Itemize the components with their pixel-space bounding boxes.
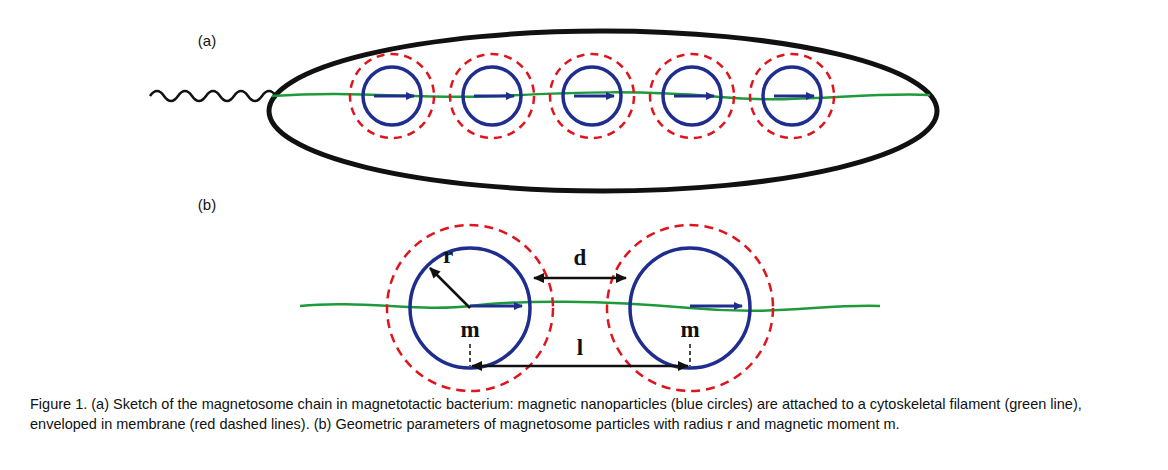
moment-arrow — [674, 95, 714, 98]
magnetic-particle — [763, 67, 821, 125]
moment-arrow — [470, 305, 522, 308]
moment-arrow — [690, 305, 742, 308]
leader-line — [689, 344, 691, 366]
gap-symbol: d — [574, 246, 587, 269]
figure-caption: Figure 1. (a) Sketch of the magnetosome … — [30, 394, 1138, 435]
magnetic-particle — [563, 67, 621, 125]
magnetosome-chain — [350, 54, 834, 138]
leader-line — [469, 344, 471, 366]
membrane — [550, 54, 634, 138]
magnetic-particle — [410, 248, 530, 368]
magnetic-particle — [363, 67, 421, 125]
bacterium-cell — [269, 31, 937, 191]
panel-label: (a) — [198, 32, 216, 49]
moment-arrow — [574, 95, 614, 98]
distance-arrow — [472, 365, 688, 368]
magnetic-particle — [463, 67, 521, 125]
moment-arrow — [774, 95, 814, 98]
moment-symbol: m — [460, 318, 479, 341]
moment-symbol: m — [680, 318, 699, 341]
distance-symbol: l — [577, 336, 583, 359]
membrane — [750, 54, 834, 138]
magnetic-particle — [630, 248, 750, 368]
magnetic-particle — [663, 67, 721, 125]
membrane — [650, 54, 734, 138]
radius-arrow — [430, 268, 470, 308]
flagellum — [150, 91, 276, 101]
membrane — [350, 54, 434, 138]
membrane — [450, 54, 534, 138]
moment-arrow — [374, 95, 414, 98]
cytoskeletal-filament — [272, 92, 930, 99]
panel-label: (b) — [198, 196, 216, 213]
moment-arrow — [474, 95, 514, 98]
gap-arrow — [534, 277, 626, 280]
radius-symbol: r — [443, 244, 453, 267]
